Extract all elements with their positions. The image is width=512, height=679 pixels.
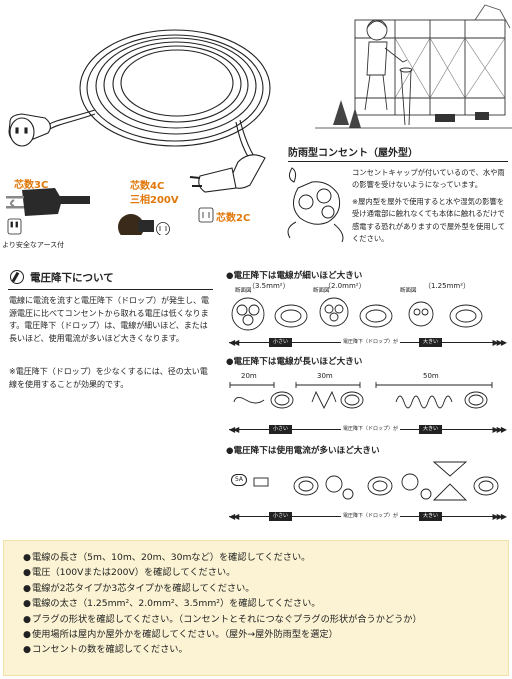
scale-large-label: 大きい bbox=[419, 338, 443, 347]
voltage-drop-title: 電圧降下について bbox=[30, 272, 114, 284]
thin-cut-label-2: 断面図 bbox=[313, 288, 330, 294]
arrow-left-icon: ◀◀ bbox=[229, 425, 239, 434]
core4-label: 芯数4C bbox=[130, 181, 165, 192]
checklist-item: 電線が2芯タイプか3芯タイプかを確認してください。 bbox=[23, 581, 498, 596]
scale-large-label: 大きい bbox=[419, 425, 443, 434]
long-drop-scale: ◀◀ 小さい 電圧降下（ドロップ）が 大きい ▶▶▶ bbox=[229, 425, 508, 434]
arrow-left-icon: ◀◀ bbox=[229, 338, 239, 347]
arrow-right-icon: ▶▶▶ bbox=[492, 425, 508, 434]
voltage-drop-header: 電圧降下について bbox=[8, 269, 208, 287]
amp-badge: 5A bbox=[231, 474, 247, 486]
scale-large-label: 大きい bbox=[419, 512, 443, 521]
three-phase-label: 三相200V bbox=[130, 195, 179, 206]
thin-size-3: （1.25mm²） bbox=[424, 282, 471, 290]
wire-thickness-diagram bbox=[231, 297, 483, 331]
checklist-item: 使用場所は屋内か屋外かを確認してください。（屋外→屋外防雨型を選定） bbox=[23, 627, 498, 642]
checklist-item: 電線の太さ（1.25mm²、2.0mm²、3.5mm²）を確認してください。 bbox=[23, 596, 498, 611]
arrow-right-icon: ▶▶▶ bbox=[492, 338, 508, 347]
thin-size-1: （3.5mm²） bbox=[248, 282, 290, 290]
core2-label: 芯数2C bbox=[216, 213, 251, 224]
thin-size-2: （2.0mm²） bbox=[324, 282, 366, 290]
length-50m: 50m bbox=[423, 372, 439, 380]
voltage-drop-divider bbox=[8, 289, 213, 290]
wire-length-diagram bbox=[229, 382, 493, 410]
thin-wire-title: ●電圧降下は電線が細いほど大きい bbox=[226, 271, 363, 281]
weatherproof-text-1: コンセントキャップが付いているので、水や雨の影響を受けないようになっています。 bbox=[352, 168, 505, 190]
scale-small-label: 小さい bbox=[269, 512, 293, 521]
checklist-item: 電線の長さ（5m、10m、20m、30mなど）を確認してください。 bbox=[23, 550, 498, 565]
scale-middle-label: 電圧降下（ドロップ）が bbox=[341, 425, 401, 434]
scale-small-label: 小さい bbox=[269, 338, 293, 347]
current-drop-scale: ◀◀ 小さい 電圧降下（ドロップ）が 大きい ▶▶▶ bbox=[229, 512, 508, 521]
length-20m: 20m bbox=[241, 372, 257, 380]
earth-note: より安全なアース付 bbox=[2, 241, 65, 249]
voltage-drop-note: ※電圧降下（ドロップ）を少なくするには、径の太い電線を使用することが効果的です。 bbox=[9, 367, 208, 389]
weatherproof-outlet-icon bbox=[287, 167, 344, 243]
arrow-left-icon: ◀◀ bbox=[229, 512, 239, 521]
weatherproof-text-2: ※屋内型を屋外で使用すると水や湿気の影響を受け通電部に触れなくても本体に触れるだ… bbox=[352, 197, 506, 243]
current-usage-diagram bbox=[253, 461, 499, 501]
length-30m: 30m bbox=[317, 372, 333, 380]
voltage-drop-paragraph: 電線に電流を流すと電圧降下（ドロップ）が発生し、電源電圧に比べてコンセントから取… bbox=[9, 296, 209, 343]
pencil-icon bbox=[10, 270, 24, 284]
checklist-item: コンセントの数を確認してください。 bbox=[23, 642, 498, 657]
checklist-item: 電圧（100Vまたは200V）を確認してください。 bbox=[23, 565, 498, 580]
core3-label: 芯数3C bbox=[14, 180, 49, 191]
checklist-item: プラグの形状を確認してください。（コンセントとそれにつなぐプラグの形状が合うかど… bbox=[23, 612, 498, 627]
scale-middle-label: 電圧降下（ドロップ）が bbox=[341, 512, 401, 521]
current-title: ●電圧降下は使用電流が多いほど大きい bbox=[226, 446, 380, 456]
thin-cut-label-1: 断面図 bbox=[235, 288, 252, 294]
long-wire-title: ●電圧降下は電線が長いほど大きい bbox=[226, 357, 363, 367]
checklist-box: 電線の長さ（5m、10m、20m、30mなど）を確認してください。 電圧（100… bbox=[3, 540, 509, 676]
extension-cord-illustration bbox=[6, 29, 271, 235]
weatherproof-title: 防雨型コンセント（屋外型） bbox=[288, 144, 508, 162]
scale-small-label: 小さい bbox=[269, 425, 293, 434]
thin-drop-scale: ◀◀ 小さい 電圧降下（ドロップ）が 大きい ▶▶▶ bbox=[229, 338, 508, 347]
arrow-right-icon: ▶▶▶ bbox=[492, 512, 508, 521]
scale-middle-label: 電圧降下（ドロップ）が bbox=[341, 338, 401, 347]
construction-site-illustration bbox=[315, 4, 512, 129]
thin-cut-label-3: 断面図 bbox=[400, 288, 417, 294]
